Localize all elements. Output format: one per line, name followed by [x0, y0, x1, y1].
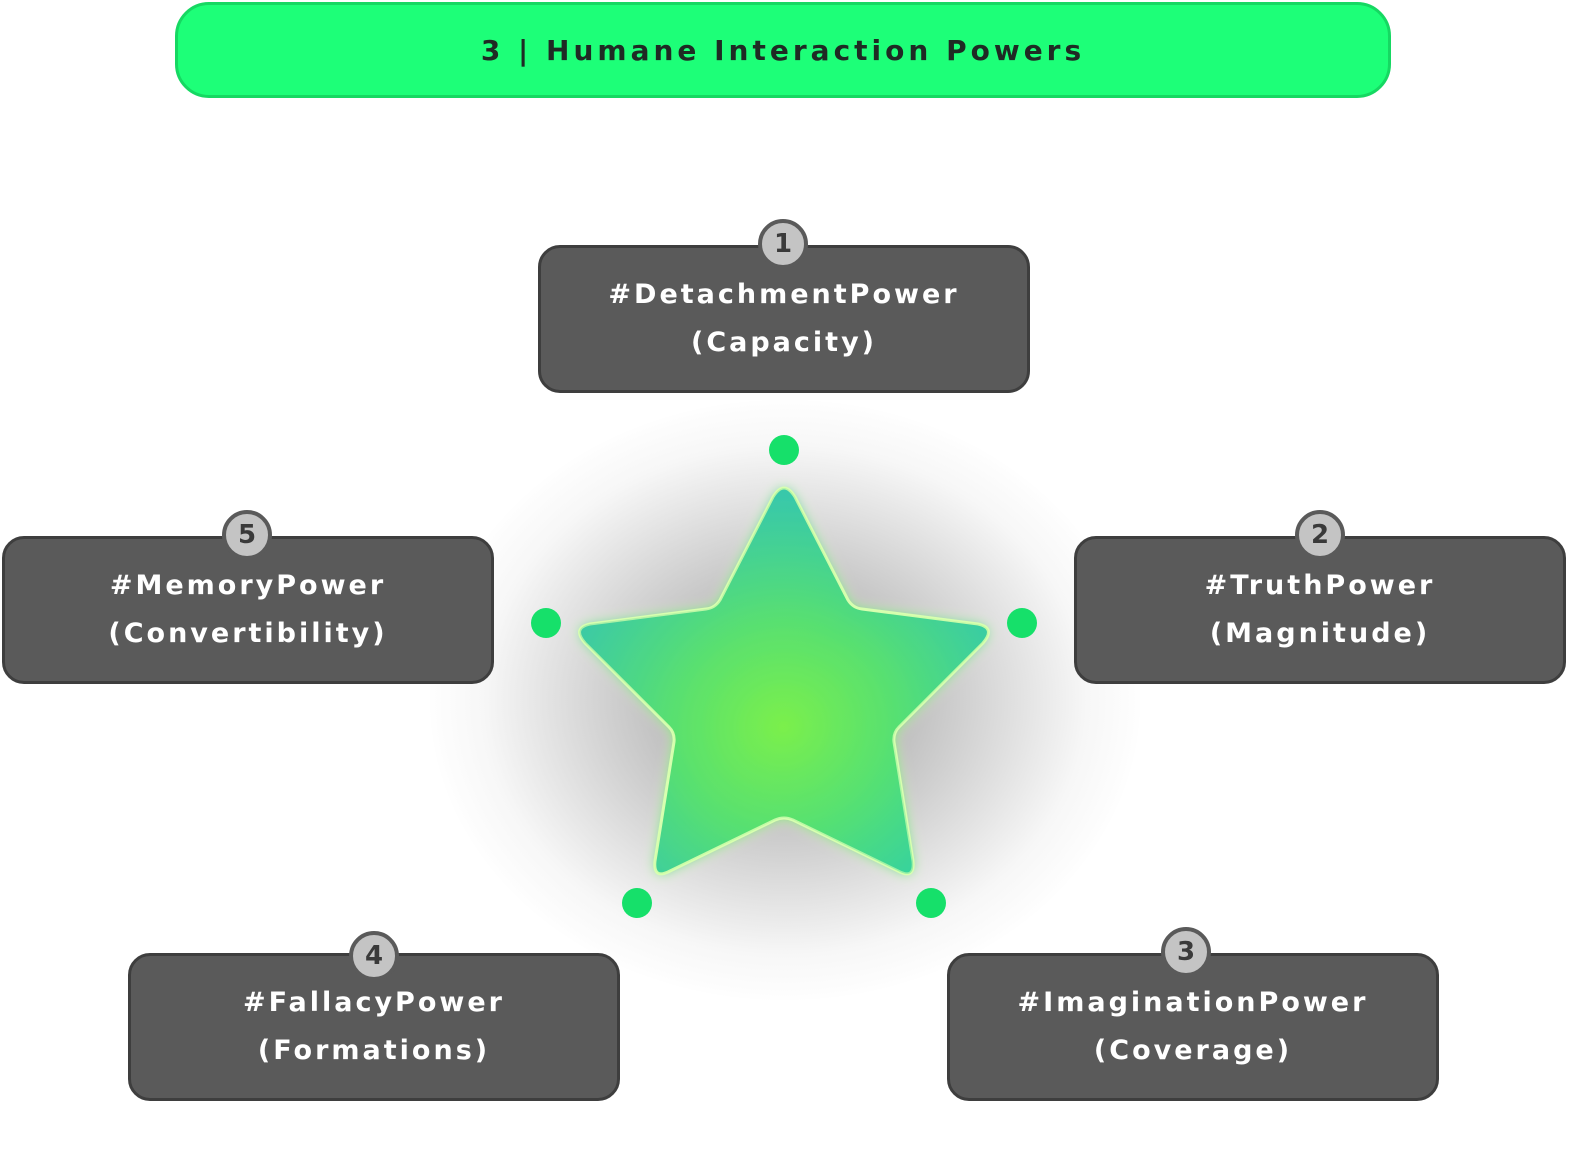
power-name: #MemoryPower [109, 570, 387, 601]
star-point-dot-bottom-right [916, 888, 946, 918]
power-attribute: (Coverage) [1093, 1035, 1293, 1066]
title-banner: 3 | Humane Interaction Powers [175, 2, 1391, 98]
power-number-badge: 3 [1161, 927, 1211, 977]
power-name: #DetachmentPower [608, 279, 960, 310]
power-name: #FallacyPower [243, 987, 505, 1018]
power-attribute: (Formations) [257, 1035, 491, 1066]
power-card-memory: #MemoryPower (Convertibility) [2, 536, 494, 684]
power-number-badge: 4 [349, 931, 399, 981]
power-number-badge: 1 [758, 219, 808, 269]
power-attribute: (Capacity) [690, 327, 878, 358]
star-point-dot-right [1007, 608, 1037, 638]
power-number-badge: 2 [1295, 510, 1345, 560]
star-point-dot-left [531, 608, 561, 638]
power-attribute: (Convertibility) [108, 618, 388, 649]
star-point-dot-top [769, 435, 799, 465]
power-name: #ImaginationPower [1017, 987, 1369, 1018]
power-number-badge: 5 [222, 510, 272, 560]
power-name: #TruthPower [1204, 570, 1436, 601]
star-point-dot-bottom-left [622, 888, 652, 918]
power-card-truth: #TruthPower (Magnitude) [1074, 536, 1566, 684]
power-attribute: (Magnitude) [1209, 618, 1431, 649]
page-title: 3 | Humane Interaction Powers [480, 33, 1086, 67]
power-card-imagination: #ImaginationPower (Coverage) [947, 953, 1439, 1101]
